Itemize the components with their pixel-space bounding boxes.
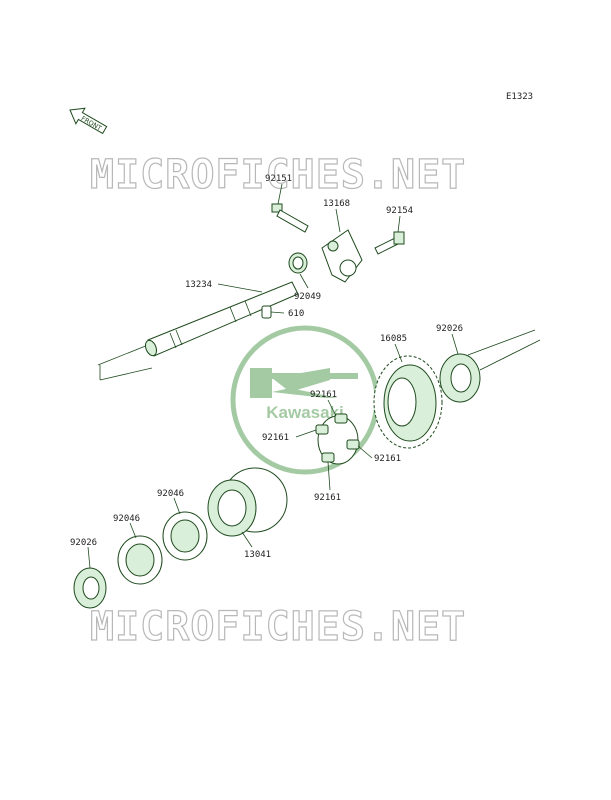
label-16085: 16085 bbox=[380, 334, 407, 344]
label-13041: 13041 bbox=[244, 550, 271, 560]
label-92026-bottom: 92026 bbox=[70, 538, 97, 548]
pin-610 bbox=[261, 305, 272, 319]
label-92161-left: 92161 bbox=[262, 433, 289, 443]
watermark-top: MICROFICHES.NET bbox=[90, 152, 466, 198]
label-92046-a: 92046 bbox=[157, 489, 184, 499]
logo-text: Kawasaki bbox=[266, 403, 344, 422]
gear-16085 bbox=[373, 355, 443, 449]
label-92151: 92151 bbox=[265, 174, 292, 184]
front-arrow-icon: FRONT bbox=[69, 107, 108, 135]
label-13234: 13234 bbox=[185, 280, 212, 290]
bolt-92151 bbox=[271, 203, 309, 233]
label-13168: 13168 bbox=[323, 199, 350, 209]
bearing-92046-a bbox=[162, 511, 208, 561]
label-92161-top: 92161 bbox=[310, 390, 337, 400]
washer-92026-bottom bbox=[73, 567, 107, 609]
label-92026-top: 92026 bbox=[436, 324, 463, 334]
hub-13041 bbox=[207, 467, 288, 537]
label-92161-right: 92161 bbox=[374, 454, 401, 464]
label-92046-b: 92046 bbox=[113, 514, 140, 524]
lever-13168 bbox=[321, 229, 363, 283]
seal-92049 bbox=[288, 252, 308, 274]
label-92154: 92154 bbox=[386, 206, 413, 216]
label-92161-bottom: 92161 bbox=[314, 493, 341, 503]
label-610: 610 bbox=[288, 309, 304, 319]
watermark-bottom: MICROFICHES.NET bbox=[90, 604, 466, 650]
washer-92026-top bbox=[439, 353, 481, 403]
shaft-13234 bbox=[144, 281, 299, 357]
bolt-92154 bbox=[374, 231, 405, 255]
label-92049: 92049 bbox=[294, 292, 321, 302]
dampers-92161 bbox=[315, 413, 360, 465]
diagram-code: E1323 bbox=[506, 92, 533, 102]
bearing-92046-b bbox=[117, 535, 163, 585]
